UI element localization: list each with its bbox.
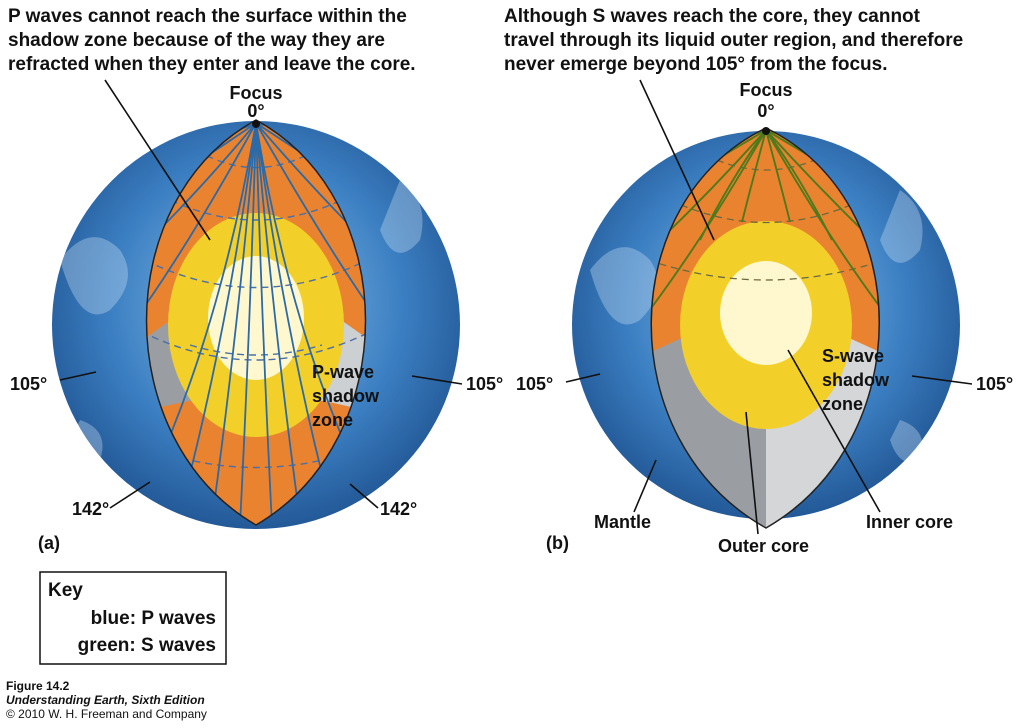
panel-a-focus-degree: 0° [247,101,264,121]
panel-a-cutaway-outline [145,119,367,526]
panel-b-globe [572,127,960,529]
panel-b-focus-degree: 0° [757,101,774,121]
legend-box [39,571,227,665]
panel-b-outer-core-label: Outer core [718,536,809,556]
svg-text:zone: zone [312,410,353,430]
svg-text:shadow: shadow [822,370,890,390]
panel-b-caption-line-2: travel through its liquid outer region, … [504,30,963,51]
panel-a-caption-line-3: refracted when they enter and leave the … [8,54,416,75]
panel-b-caption: Although S waves reach the core, they ca… [504,6,963,75]
panel-a-right-142: 142° [380,499,417,519]
legend-title: Key [48,580,83,601]
panel-a-leaders [59,79,463,509]
panel-b-focus-dot [762,127,770,135]
panel-a-inner-core [208,256,304,380]
panel-a-left-105: 105° [10,374,47,394]
panel-b-shadow-zone-label: S-wave shadow zone [822,346,890,414]
panel-a-globe [52,119,460,529]
svg-text:P-wave: P-wave [312,362,374,382]
panel-a-right-105: 105° [466,374,503,394]
panel-b-caption-line-1: Although S waves reach the core, they ca… [504,6,921,27]
panel-a-shadow-zone-label: P-wave shadow zone [312,362,380,430]
panel-b-left-105: 105° [516,374,553,394]
svg-text:zone: zone [822,394,863,414]
figure-copyright: © 2010 W. H. Freeman and Company [6,707,207,721]
legend-key: Key blue: P waves green: S waves [39,571,227,665]
panel-b-focus-label: Focus [739,80,792,100]
panel-a-caption-line-2: shadow zone because of the way they are [8,30,385,51]
svg-text:shadow: shadow [312,386,380,406]
figure-number: Figure 14.2 [6,679,70,693]
panel-a-p-wave-rays [146,122,366,525]
figure-book: Understanding Earth, Sixth Edition [6,693,205,707]
panel-a-caption: P waves cannot reach the surface within … [8,6,416,75]
figure-credit: Figure 14.2 Understanding Earth, Sixth E… [6,679,207,721]
panel-b-cutaway-outline [650,127,880,529]
panel-b-letter: (b) [546,533,569,553]
legend-s-waves: green: S waves [78,635,216,656]
panel-b-caption-line-3: never emerge beyond 105° from the focus. [504,54,888,75]
panel-b-leaders [565,79,973,535]
panel-b-mantle-label: Mantle [594,512,651,532]
panel-a-focus-label: Focus [229,83,282,103]
panel-b-inner-core-label: Inner core [866,512,953,532]
panel-a-focus-dot [252,120,260,128]
panel-a-left-142: 142° [72,499,109,519]
panel-a-caption-line-1: P waves cannot reach the surface within … [8,6,407,27]
panel-b-wavefronts [651,154,880,281]
panel-a-letter: (a) [38,533,60,553]
panel-b-inner-core [720,261,812,365]
panel-b-land-texture [590,190,923,463]
svg-text:S-wave: S-wave [822,346,884,366]
panel-b-right-105: 105° [976,374,1013,394]
legend-p-waves: blue: P waves [91,608,216,629]
